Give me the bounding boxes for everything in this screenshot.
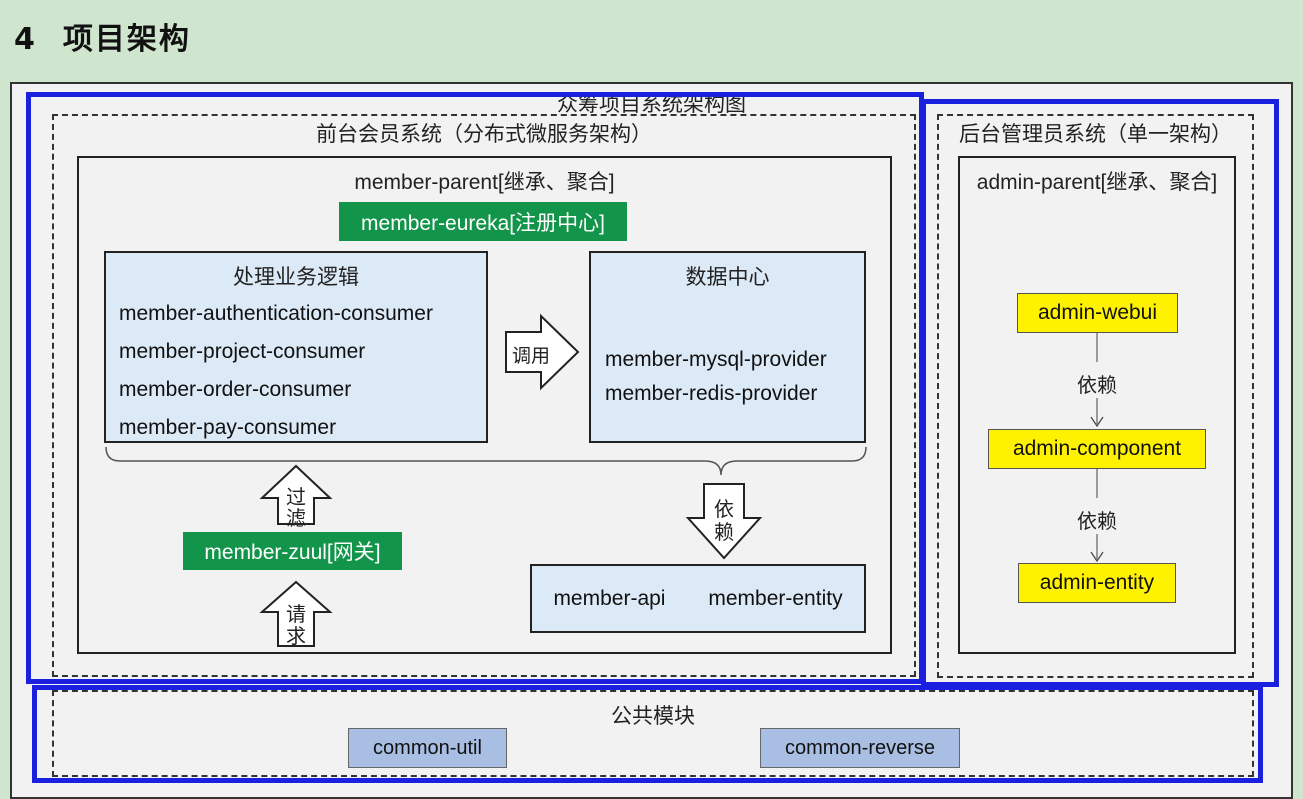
member-api-label: member-api bbox=[553, 586, 666, 610]
data-center-list: member-mysql-provider member-redis-provi… bbox=[591, 343, 864, 411]
admin-parent-label: admin-parent[继承、聚合] bbox=[976, 171, 1218, 194]
depend-label-2: 赖 bbox=[714, 522, 734, 544]
group-brace bbox=[105, 446, 867, 476]
filter-label-2: 滤 bbox=[286, 508, 306, 530]
data-center-box: 数据中心 member-mysql-provider member-redis-… bbox=[589, 251, 866, 443]
backend-arrowhead-1 bbox=[1090, 416, 1104, 428]
common-dashed-box bbox=[52, 690, 1254, 777]
list-item: member-pay-consumer bbox=[119, 416, 337, 439]
common-reverse-box: common-reverse bbox=[760, 728, 960, 768]
depend-label-1: 依 bbox=[714, 499, 734, 521]
frontend-dashed-box bbox=[52, 114, 916, 677]
common-highlight bbox=[32, 685, 1263, 783]
request-label-1: 请 bbox=[286, 604, 306, 626]
admin-webui-box: admin-webui bbox=[1017, 293, 1178, 333]
member-zuul-box: member-zuul[网关] bbox=[183, 532, 402, 570]
filter-label-1: 过 bbox=[286, 487, 306, 509]
list-item: member-mysql-provider bbox=[605, 348, 827, 371]
common-util-box: common-util bbox=[348, 728, 507, 768]
business-logic-title: 处理业务逻辑 bbox=[233, 266, 359, 289]
filter-arrow bbox=[259, 464, 333, 525]
data-center-title: 数据中心 bbox=[685, 266, 770, 289]
heading-title: 项目架构 bbox=[62, 22, 191, 57]
backend-arrowhead-2 bbox=[1090, 551, 1104, 563]
common-title: 公共模块 bbox=[611, 705, 695, 728]
call-label: 调用 bbox=[511, 346, 550, 367]
list-item: member-project-consumer bbox=[119, 340, 366, 363]
call-arrow bbox=[505, 313, 580, 391]
admin-parent-box bbox=[958, 156, 1236, 654]
frontend-title: 前台会员系统（分布式微服务架构） bbox=[316, 123, 652, 146]
heading-number: 4 bbox=[14, 22, 37, 57]
backend-dashed-box bbox=[937, 114, 1254, 678]
depend-label-backend-1: 依赖 bbox=[1077, 375, 1117, 397]
api-entity-box: member-api member-entity bbox=[530, 564, 866, 633]
member-parent-label: member-parent[继承、聚合] bbox=[354, 171, 615, 194]
backend-title: 后台管理员系统（单一架构） bbox=[959, 123, 1232, 146]
depend-arrow bbox=[685, 483, 763, 560]
business-logic-box: 处理业务逻辑 member-authentication-consumer me… bbox=[104, 251, 488, 443]
member-parent-box bbox=[77, 156, 892, 654]
list-item: member-order-consumer bbox=[119, 378, 352, 401]
page-heading: 4 项目架构 bbox=[14, 14, 191, 58]
admin-component-box: admin-component bbox=[988, 429, 1206, 469]
list-item: member-redis-provider bbox=[605, 382, 818, 405]
diagram-title: 众筹项目系统架构图 bbox=[557, 93, 746, 116]
backend-highlight bbox=[921, 99, 1279, 687]
member-entity-label: member-entity bbox=[708, 586, 843, 610]
request-label-2: 求 bbox=[286, 626, 306, 648]
admin-entity-box: admin-entity bbox=[1018, 563, 1176, 603]
list-item: member-authentication-consumer bbox=[119, 302, 433, 325]
business-logic-list: member-authentication-consumer member-pr… bbox=[106, 295, 486, 447]
frontend-highlight bbox=[26, 92, 924, 684]
request-arrow bbox=[259, 580, 333, 647]
depend-label-backend-2: 依赖 bbox=[1077, 511, 1117, 533]
member-eureka-box: member-eureka[注册中心] bbox=[339, 202, 627, 241]
